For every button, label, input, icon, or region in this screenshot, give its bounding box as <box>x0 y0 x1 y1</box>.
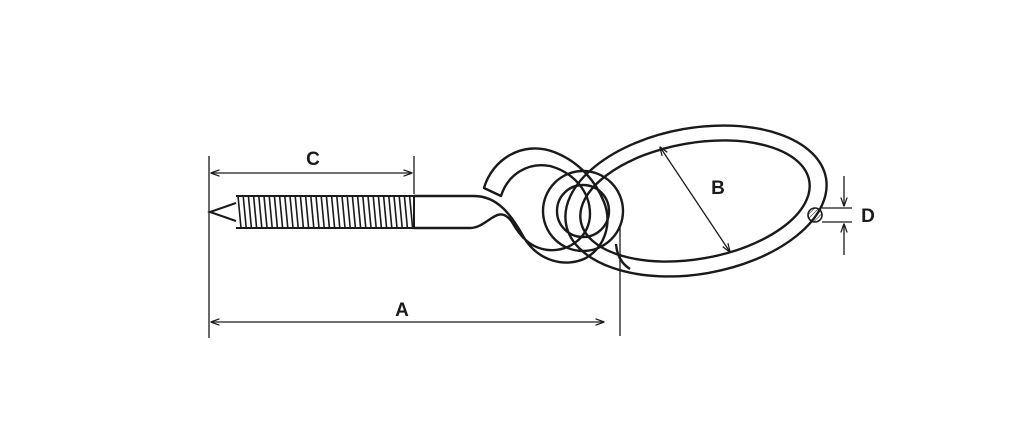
thread-line <box>377 195 383 229</box>
threaded-shank <box>206 195 415 229</box>
thread-line <box>258 195 263 229</box>
thread-line <box>398 195 403 229</box>
oval-ring-inner <box>579 139 811 263</box>
small-ring <box>541 169 625 253</box>
thread-line <box>403 195 409 229</box>
thread-line <box>284 195 289 229</box>
thread-line <box>252 195 258 229</box>
dimension-d-label: D <box>861 206 875 227</box>
thread-line <box>330 195 336 229</box>
screw-tip <box>206 202 237 222</box>
thread-line <box>382 195 388 229</box>
dimension-lines <box>208 147 852 338</box>
thread-line <box>263 195 268 229</box>
thread-line <box>336 195 341 229</box>
thread-line <box>268 195 273 229</box>
thread-line <box>247 195 253 229</box>
thread-line <box>315 195 320 229</box>
dimension-c-label: C <box>306 149 320 170</box>
thread-line <box>408 195 414 229</box>
thread-line <box>242 195 247 229</box>
thread-line <box>278 195 284 229</box>
thread-line <box>346 195 351 229</box>
thread-line <box>388 195 393 229</box>
small-ring-outer <box>541 169 625 253</box>
thread-line <box>273 195 279 229</box>
thread-line <box>299 195 305 229</box>
thread-line <box>289 195 294 229</box>
thread-lines <box>237 195 414 229</box>
oval-ring-outer <box>564 124 828 278</box>
thread-line <box>237 195 242 229</box>
thread-line <box>304 195 310 229</box>
dimension-b-line <box>660 147 730 252</box>
eye-hook <box>412 147 609 264</box>
small-ring-inner <box>555 183 611 239</box>
thread-line <box>294 195 299 229</box>
thread-line <box>320 195 325 229</box>
thread-line <box>341 195 346 229</box>
dimension-b-label: B <box>711 178 725 199</box>
thread-line <box>310 195 315 229</box>
thread-line <box>325 195 331 229</box>
thread-line <box>351 195 357 229</box>
thread-line <box>393 195 398 229</box>
thread-line <box>372 195 377 229</box>
oval-ring <box>564 124 828 278</box>
thread-line <box>356 195 362 229</box>
thread-line <box>367 195 372 229</box>
dimension-a-label: A <box>395 300 409 321</box>
thread-line <box>362 195 367 229</box>
wire-cross-section <box>807 207 823 223</box>
